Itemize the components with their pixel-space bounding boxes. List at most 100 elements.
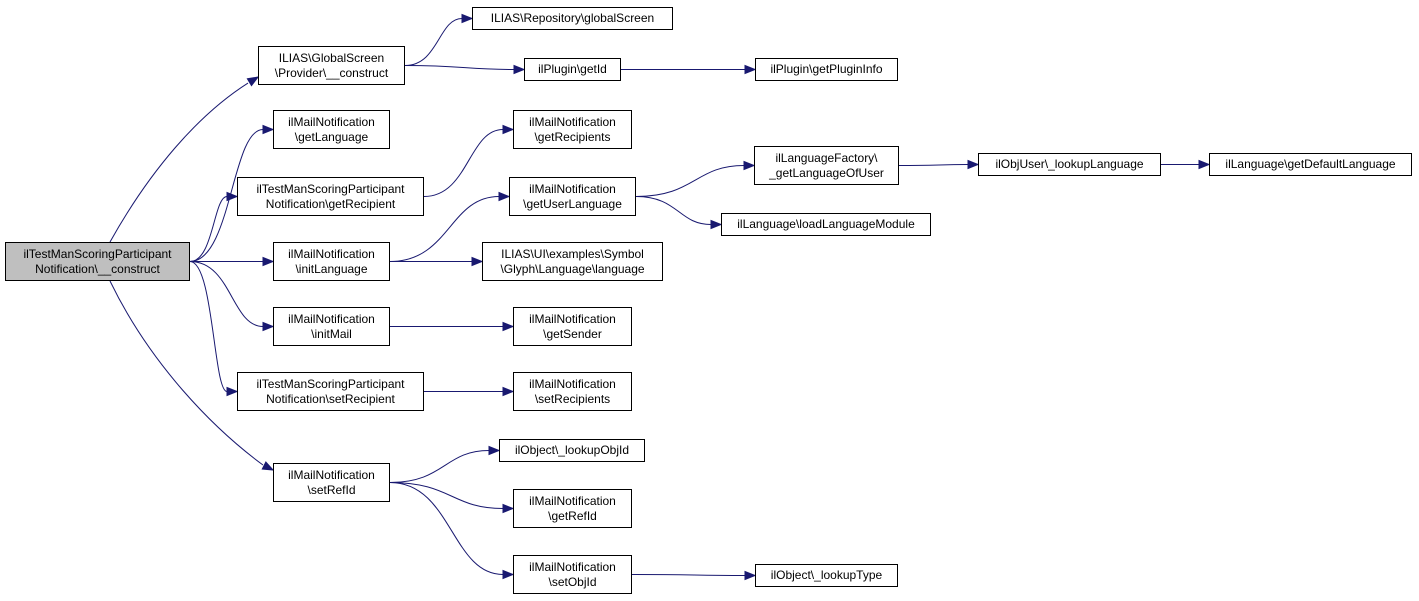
node-label-line: \getRefId — [548, 508, 597, 523]
node-label-line: ilTestManScoringParticipant — [256, 181, 405, 196]
arrowhead-icon — [744, 64, 757, 75]
arrowhead-icon — [743, 160, 756, 171]
node-label-line: ilMailNotification — [529, 493, 616, 508]
edge-getUserLanguage-to-langOfUser — [635, 165, 745, 197]
node-label-line: ilLanguageFactory\ — [775, 150, 878, 165]
node-lang-of-user[interactable]: ilLanguageFactory\_getLanguageOfUser — [754, 146, 899, 185]
arrowhead-icon — [262, 124, 275, 135]
node-get-sender[interactable]: ilMailNotification\getSender — [513, 307, 632, 346]
node-label-line: ilMailNotification — [288, 311, 375, 326]
node-set-ref-id[interactable]: ilMailNotification\setRefId — [273, 463, 390, 502]
node-label-line: ilMailNotification — [288, 246, 375, 261]
node-get-language[interactable]: ilMailNotification\getLanguage — [273, 110, 390, 149]
node-label-line: ilTestManScoringParticipant — [256, 376, 405, 391]
arrowhead-icon — [471, 256, 484, 267]
node-label-line: \getLanguage — [294, 129, 369, 144]
node-glyph-language[interactable]: ILIAS\UI\examples\Symbol\Glyph\Language\… — [482, 242, 663, 281]
node-global-screen[interactable]: ILIAS\Repository\globalScreen — [472, 7, 673, 30]
node-plugin-get-id[interactable]: ilPlugin\getId — [524, 58, 621, 81]
edge-gsProvider-to-globalScreen — [404, 18, 463, 66]
node-label-line: \setRefId — [307, 482, 356, 497]
arrowhead-icon — [488, 445, 501, 456]
arrowhead-icon — [262, 256, 275, 267]
arrowhead-icon — [967, 159, 980, 170]
node-label-line: ilObject\_lookupType — [770, 568, 883, 582]
node-label-line: ILIAS\Repository\globalScreen — [490, 11, 655, 25]
node-label-line: ilMailNotification — [288, 114, 375, 129]
edge-setRefId-to-setObjId — [389, 482, 504, 575]
node-label-line: \setRecipients — [534, 391, 611, 406]
node-get-ref-id[interactable]: ilMailNotification\getRefId — [513, 489, 632, 528]
node-label-line: ilPlugin\getPluginInfo — [770, 62, 883, 76]
arrowhead-icon — [502, 321, 515, 332]
arrowhead-icon — [744, 570, 757, 581]
arrowhead-icon — [226, 386, 239, 397]
node-label-line: ilMailNotification — [529, 559, 616, 574]
node-label-line: ILIAS\GlobalScreen — [278, 50, 385, 65]
node-label-line: \initMail — [311, 326, 352, 341]
arrowhead-icon — [246, 76, 260, 87]
node-label-line: ilLanguage\getDefaultLanguage — [1225, 157, 1396, 171]
node-label-line: ilMailNotification — [529, 181, 616, 196]
arrowhead-icon — [261, 461, 275, 471]
node-lookup-obj-id[interactable]: ilObject\_lookupObjId — [499, 439, 645, 462]
node-label-line: Notification\setRecipient — [266, 391, 395, 406]
node-label-line: ilPlugin\getId — [538, 62, 607, 76]
node-label-line: ilMailNotification — [529, 376, 616, 391]
node-get-recipients[interactable]: ilMailNotification\getRecipients — [513, 110, 632, 149]
arrowhead-icon — [502, 124, 515, 135]
node-label-line: ilMailNotification — [529, 311, 616, 326]
node-label-line: ilLanguage\loadLanguageModule — [737, 217, 915, 231]
edge-getRecipient-to-getRecipients — [423, 129, 504, 197]
arrowhead-icon — [226, 191, 239, 202]
node-label-line: ilMailNotification — [288, 467, 375, 482]
arrowhead-icon — [262, 321, 275, 332]
node-plugin-info[interactable]: ilPlugin\getPluginInfo — [755, 58, 898, 81]
node-label-line: ILIAS\UI\examples\Symbol — [501, 246, 644, 261]
arrowhead-icon — [502, 503, 515, 514]
edge-root-to-gsProvider — [109, 82, 249, 243]
node-label-line: \Provider\__construct — [274, 65, 389, 80]
arrowhead-icon — [502, 386, 515, 397]
node-label-line: \getSender — [543, 326, 602, 341]
arrowhead-icon — [1198, 159, 1211, 170]
node-lookup-type[interactable]: ilObject\_lookupType — [755, 564, 898, 587]
node-set-obj-id[interactable]: ilMailNotification\setObjId — [513, 555, 632, 594]
node-init-language[interactable]: ilMailNotification\initLanguage — [273, 242, 390, 281]
node-default-language[interactable]: ilLanguage\getDefaultLanguage — [1209, 153, 1412, 176]
node-label-line: ilObjUser\_lookupLanguage — [995, 157, 1144, 171]
edge-setRefId-to-lookupObjId — [389, 450, 490, 483]
edge-initLanguage-to-getUserLanguage — [389, 196, 500, 262]
edge-setRefId-to-getRefId — [389, 482, 504, 509]
arrowhead-icon — [502, 569, 515, 580]
node-label-line: \initLanguage — [295, 261, 368, 276]
node-label-line: \getUserLanguage — [523, 196, 622, 211]
node-load-lang-module[interactable]: ilLanguage\loadLanguageModule — [721, 213, 931, 236]
edge-root-to-setRecipient — [189, 261, 228, 392]
edge-gsProvider-to-pluginGetId — [404, 65, 515, 70]
node-label-line: \Glyph\Language\language — [500, 261, 645, 276]
edge-root-to-initMail — [189, 261, 264, 327]
node-label-line: ilMailNotification — [529, 114, 616, 129]
node-label-line: ilTestManScoringParticipant — [23, 246, 172, 261]
node-label-line: \getRecipients — [534, 129, 611, 144]
node-label-line: Notification\getRecipient — [265, 196, 396, 211]
node-label-line: _getLanguageOfUser — [769, 165, 884, 180]
edge-root-to-setRefId — [109, 280, 264, 466]
node-label-line: Notification\__construct — [35, 261, 160, 276]
node-label-line: ilObject\_lookupObjId — [514, 443, 630, 457]
arrowhead-icon — [710, 219, 723, 230]
arrowhead-icon — [461, 13, 474, 24]
node-set-recipients[interactable]: ilMailNotification\setRecipients — [513, 372, 632, 411]
edge-setObjId-to-lookupType — [631, 574, 746, 576]
edge-getUserLanguage-to-loadLangModule — [635, 196, 712, 225]
node-lookup-language[interactable]: ilObjUser\_lookupLanguage — [978, 153, 1161, 176]
node-gs-provider[interactable]: ILIAS\GlobalScreen\Provider\__construct — [258, 46, 405, 85]
node-get-user-language[interactable]: ilMailNotification\getUserLanguage — [509, 177, 636, 216]
node-init-mail[interactable]: ilMailNotification\initMail — [273, 307, 390, 346]
